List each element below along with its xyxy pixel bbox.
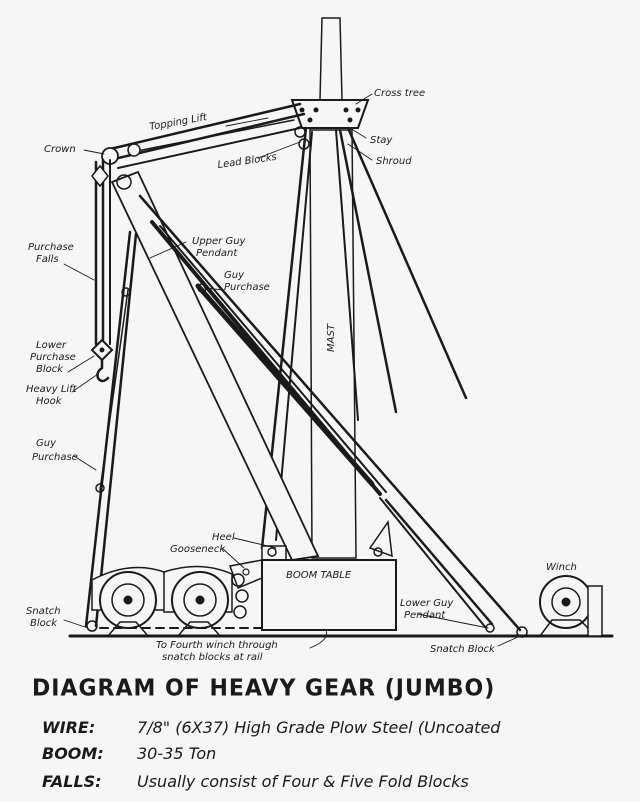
label-topping-lift: Topping Lift [149,112,209,133]
label-winch: Winch [546,562,577,573]
label-fourth-winch-2: snatch blocks at rail [162,652,263,663]
label-lead-blocks: Lead Blocks [217,152,278,171]
guy-purchase-left [84,230,138,628]
shroud-line-1 [338,128,398,414]
gear-coils [231,573,249,619]
falls-row: FALLS: Usually consist of Four & Five Fol… [42,772,469,791]
label-guy-purchase-top-1: Guy [224,270,245,281]
label-snatch-block-left-1: Snatch [26,606,61,617]
heavy-lift-hook [96,358,110,383]
falls-key: FALLS: [42,772,102,791]
winch-left-1 [91,566,167,637]
label-crown: Crown [44,144,76,155]
label-gooseneck: Gooseneck [170,544,226,555]
wire-row: WIRE: 7/8" (6X37) High Grade Plow Steel (… [42,718,500,737]
label-upper-guy-pendant-2: Pendant [196,248,238,259]
label-purchase-falls-1: Purchase [28,242,74,253]
lead-blocks [294,126,310,150]
label-guy-purchase-left-2: Purchase [32,452,78,463]
label-mast: MAST [326,323,337,352]
gooseneck-fitting [228,559,263,589]
label-lower-guy-pendant-1: Lower Guy [400,598,454,609]
purchase-falls [91,158,111,346]
label-upper-guy-pendant-1: Upper Guy [192,236,247,247]
topping-lift-line-4 [131,119,295,153]
boom-table [261,559,397,631]
label-snatch-block-left-2: Block [30,618,58,629]
label-snatch-block-right: Snatch Block [430,644,496,655]
label-heavy-lift-hook-2: Hook [36,396,63,407]
back-stay-2 [275,131,313,541]
label-cross-tree: Cross tree [374,88,425,99]
label-heel: Heel [212,532,235,543]
winch-right [539,575,603,637]
falls-value: Usually consist of Four & Five Fold Bloc… [137,772,469,791]
topping-lift-line-1 [104,102,302,152]
boom-key: BOOM: [42,744,104,763]
boom-row: BOOM: 30-35 Ton [42,744,216,763]
leader-lines [63,93,521,649]
label-shroud: Shroud [376,156,412,167]
wire-value: 7/8" (6X37) High Grade Plow Steel (Uncoa… [137,718,501,737]
snatch-block-left [86,620,98,632]
guy-purchase-right [138,194,528,638]
shroud-line-2 [335,129,359,421]
stay-line [346,126,468,400]
label-guy-purchase-top-2: Purchase [224,282,270,293]
cross-tree [290,99,370,129]
label-lower-purchase-block-1: Lower [36,340,67,351]
topping-lift-line-3 [117,127,301,169]
winch-left-2 [163,565,233,637]
wire-key: WIRE: [42,718,96,737]
label-fourth-winch-1: To Fourth winch through [156,640,278,651]
boom [110,170,320,561]
label-lower-purchase-block-3: Block [36,364,64,375]
lower-purchase-block [90,338,114,362]
label-lower-guy-pendant-2: Pendant [404,610,446,621]
label-guy-purchase-left-1: Guy [36,438,57,449]
label-stay: Stay [370,135,393,146]
label-purchase-falls-2: Falls [36,254,59,265]
label-heavy-lift-hook-1: Heavy Lift [26,384,78,395]
label-boom-table: BOOM TABLE [286,570,352,581]
boom-value: 30-35 Ton [137,744,217,763]
label-lower-purchase-block-2: Purchase [30,352,76,363]
diagram-title: DIAGRAM OF HEAVY GEAR (JUMBO) [32,675,496,702]
